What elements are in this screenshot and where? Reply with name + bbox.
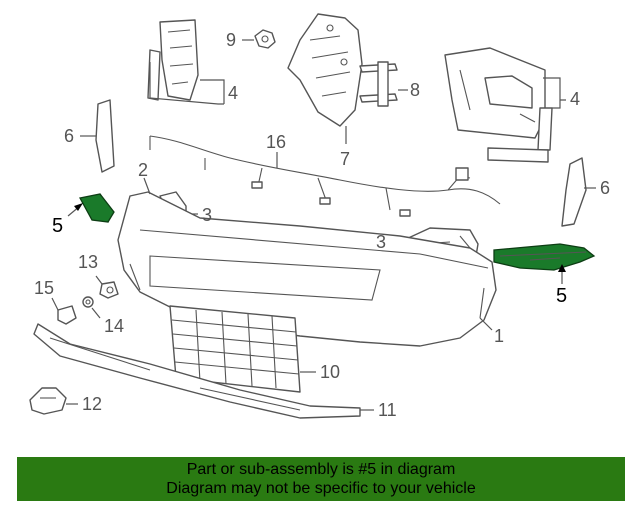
part-9-nut	[242, 29, 276, 49]
part-8-bolts	[359, 61, 408, 107]
part-13-sensor	[95, 275, 119, 299]
info-banner: Part or sub-assembly is #5 in diagram Di…	[17, 457, 625, 501]
part-4-right-bracket	[444, 47, 566, 163]
callout-4-right: 4	[570, 89, 580, 109]
callout-5-left: 5	[52, 215, 63, 237]
callout-3-right: 3	[376, 232, 386, 252]
part-14-grommet	[82, 296, 101, 319]
callout-4-left: 4	[228, 83, 238, 103]
callout-12: 12	[82, 394, 102, 414]
callout-15: 15	[34, 278, 54, 298]
callout-8: 8	[410, 80, 420, 100]
part-16-wiring-harness	[149, 135, 501, 217]
part-1-bumper	[117, 191, 497, 347]
part-5-left-highlighted	[79, 193, 115, 223]
part-12-bracket	[29, 387, 78, 415]
callout-10: 10	[320, 362, 340, 382]
callout-14: 14	[104, 316, 124, 336]
callout-2: 2	[138, 160, 148, 180]
part-2-marker	[143, 177, 151, 195]
part-4-left-bracket	[147, 19, 225, 105]
parts-diagram: 1 2 3 3 4 4 5 5 6 6 7 8 9 10 11 12 13 14…	[29, 13, 610, 420]
callout-3-left: 3	[202, 205, 212, 225]
callout-16: 16	[266, 132, 286, 152]
part-5-right-highlighted	[493, 243, 596, 271]
callout-5-arrows	[67, 203, 566, 284]
part-7-center-bracket	[287, 13, 363, 144]
banner-line-1: Part or sub-assembly is #5 in diagram	[186, 461, 456, 478]
callout-9: 9	[226, 30, 236, 50]
part-6-right	[561, 157, 596, 227]
callout-5-right: 5	[556, 285, 567, 307]
part-15-retainer	[51, 297, 77, 325]
part-11-lower-valance	[33, 323, 374, 419]
callout-1: 1	[494, 326, 504, 346]
callout-6-left: 6	[64, 126, 74, 146]
callout-13: 13	[78, 252, 98, 272]
callout-11: 11	[378, 400, 397, 420]
part-10-grille	[169, 305, 316, 393]
part-6-left	[80, 99, 115, 173]
banner-line-2: Diagram may not be specific to your vehi…	[166, 480, 476, 497]
callout-6-right: 6	[600, 178, 610, 198]
callout-7: 7	[340, 149, 350, 169]
